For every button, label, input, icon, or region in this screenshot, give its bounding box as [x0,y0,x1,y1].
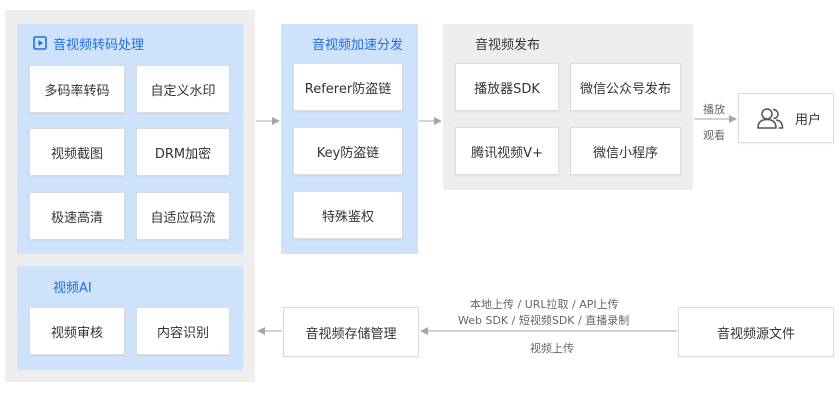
key-box: Key防盗链 [293,127,403,175]
drm-box: DRM加密 [136,128,230,176]
play-label: 播放 [703,103,725,116]
screenshot-box: 视频截图 [29,128,125,176]
source-box: 音视频源文件 [678,307,834,357]
wechat-miniprogram-box: 微信小程序 [570,127,681,175]
upload-methods-2: Web SDK / 短视频SDK / 直播录制 [458,314,630,327]
play-icon [33,35,47,50]
transcode-title: 音视频转码处理 [53,38,145,53]
publish-title: 音视频发布 [475,38,541,53]
user-box: 用户 [738,93,834,143]
user-label: 用户 [795,112,822,128]
auth-box: 特殊鉴权 [293,191,403,239]
watermark-box: 自定义水印 [136,65,230,113]
ai-title: 视频AI [53,281,92,296]
upload-caption: 视频上传 [530,342,574,355]
referer-box: Referer防盗链 [293,63,403,111]
adaptive-stream-box: 自适应码流 [136,192,230,240]
users-icon [755,106,785,130]
review-box: 视频审核 [29,307,125,355]
recognition-box: 内容识别 [136,307,230,355]
storage-box: 音视频存储管理 [283,307,419,357]
watch-label: 观看 [703,129,725,142]
tencent-video-box: 腾讯视频V+ [455,127,559,175]
player-sdk-box: 播放器SDK [455,63,559,111]
wechat-official-box: 微信公众号发布 [570,63,681,111]
upload-methods-1: 本地上传 / URL拉取 / API上传 [470,298,619,311]
multi-bitrate-box: 多码率转码 [29,65,125,113]
fast-hd-box: 极速高清 [29,192,125,240]
accel-title: 音视频加速分发 [312,38,404,53]
